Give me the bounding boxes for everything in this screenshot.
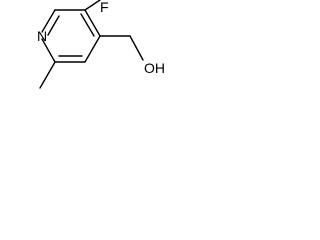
chemical-structure: N F OH — [0, 0, 194, 94]
bond-c3-c4 — [84, 35, 101, 63]
double-bond-c6-n — [47, 15, 60, 36]
bond-c2-methyl — [39, 61, 56, 89]
bond-c4-c5 — [84, 9, 101, 37]
bond-n-c2 — [41, 38, 56, 63]
structure-drawing: N F OH — [37, 0, 165, 89]
bond-ch2-oh — [129, 35, 144, 61]
nitrogen-label: N — [37, 28, 47, 44]
double-bond-c4-c5 — [80, 13, 95, 37]
bond-c5-fluorine — [84, 0, 101, 11]
hydroxyl-label: OH — [144, 60, 165, 76]
bond-c6-n — [41, 9, 56, 33]
fluorine-label: F — [100, 0, 109, 15]
